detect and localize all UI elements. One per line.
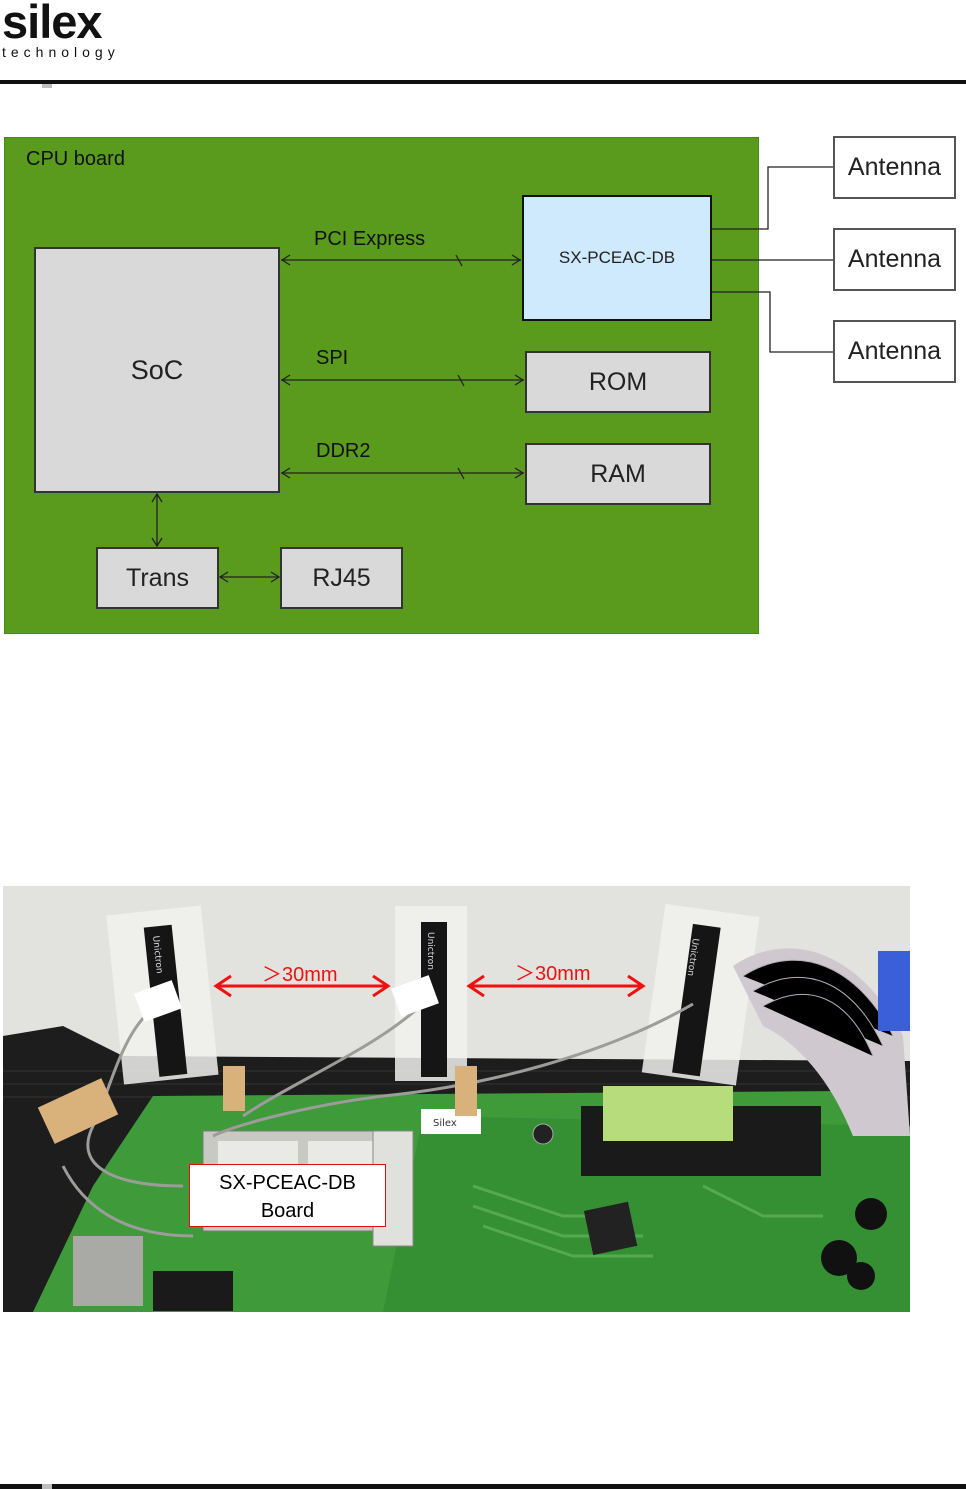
antenna-block-2: Antenna <box>833 228 956 291</box>
soc-block: SoC <box>34 247 280 493</box>
distance-label-right: ＞30mm <box>515 957 591 986</box>
footer-divider-accent <box>42 1484 52 1489</box>
distance-label-left: ＞30mm <box>262 958 338 987</box>
board-photo: Silex Unictron Unictron Unictron <box>3 886 910 1312</box>
wlan-module-block: SX-PCEAC-DB <box>522 195 712 321</box>
antenna-feed-3 <box>712 292 833 352</box>
antenna-feed-1 <box>712 167 833 229</box>
ddr2-bus-label: DDR2 <box>316 440 370 463</box>
pcb-silkscreen-label: Silex <box>433 1118 457 1129</box>
footer-divider <box>0 1484 966 1489</box>
module-callout-line2: Board <box>190 1197 385 1225</box>
module-callout-line1: SX-PCEAC-DB <box>190 1169 385 1197</box>
rom-block: ROM <box>525 351 711 413</box>
rj45-block: RJ45 <box>280 547 403 609</box>
board-photo-illustration: Silex Unictron Unictron Unictron <box>3 886 910 1312</box>
transformer-block: Trans <box>96 547 219 609</box>
antenna-block-3: Antenna <box>833 320 956 383</box>
antenna-block-1: Antenna <box>833 136 956 199</box>
antenna-print-2: Unictron <box>425 932 435 970</box>
spi-bus-label: SPI <box>316 347 348 370</box>
module-callout: SX-PCEAC-DB Board <box>189 1164 386 1227</box>
pcie-bus-label: PCI Express <box>314 228 425 251</box>
ram-block: RAM <box>525 443 711 505</box>
